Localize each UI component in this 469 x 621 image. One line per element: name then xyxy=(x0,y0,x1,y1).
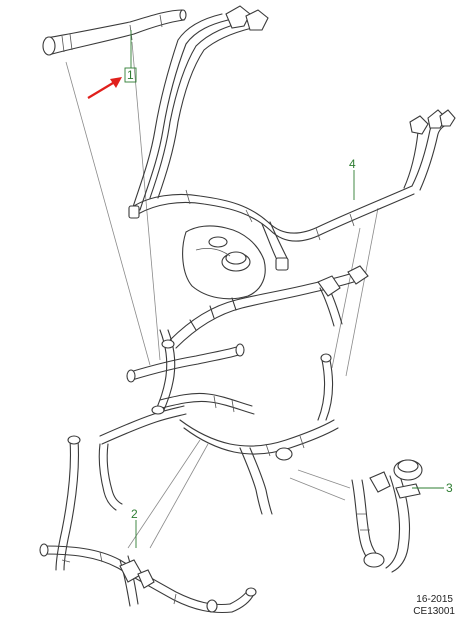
callout-1: 1 xyxy=(124,30,137,83)
expansion-tank xyxy=(182,225,266,300)
hose-part-1 xyxy=(42,9,187,56)
callout-2: 2 xyxy=(131,507,138,548)
red-arrow-icon xyxy=(87,77,122,99)
hose-part-2 xyxy=(39,435,257,614)
hose-assembly-center xyxy=(98,265,369,515)
callout-3-label: 3 xyxy=(446,481,453,495)
callout-1-label: 1 xyxy=(127,68,134,82)
callout-3: 3 xyxy=(412,481,453,495)
callout-4-label: 4 xyxy=(349,157,356,171)
callout-2-label: 2 xyxy=(131,507,138,521)
callout-4: 4 xyxy=(349,157,356,200)
drawing-reference-code: CE13001 xyxy=(413,606,455,617)
drawing-date-code: 16-2015 xyxy=(416,594,453,605)
hose-part-4 xyxy=(128,5,456,271)
leader-lines xyxy=(65,41,379,549)
hose-part-3 xyxy=(351,459,423,573)
